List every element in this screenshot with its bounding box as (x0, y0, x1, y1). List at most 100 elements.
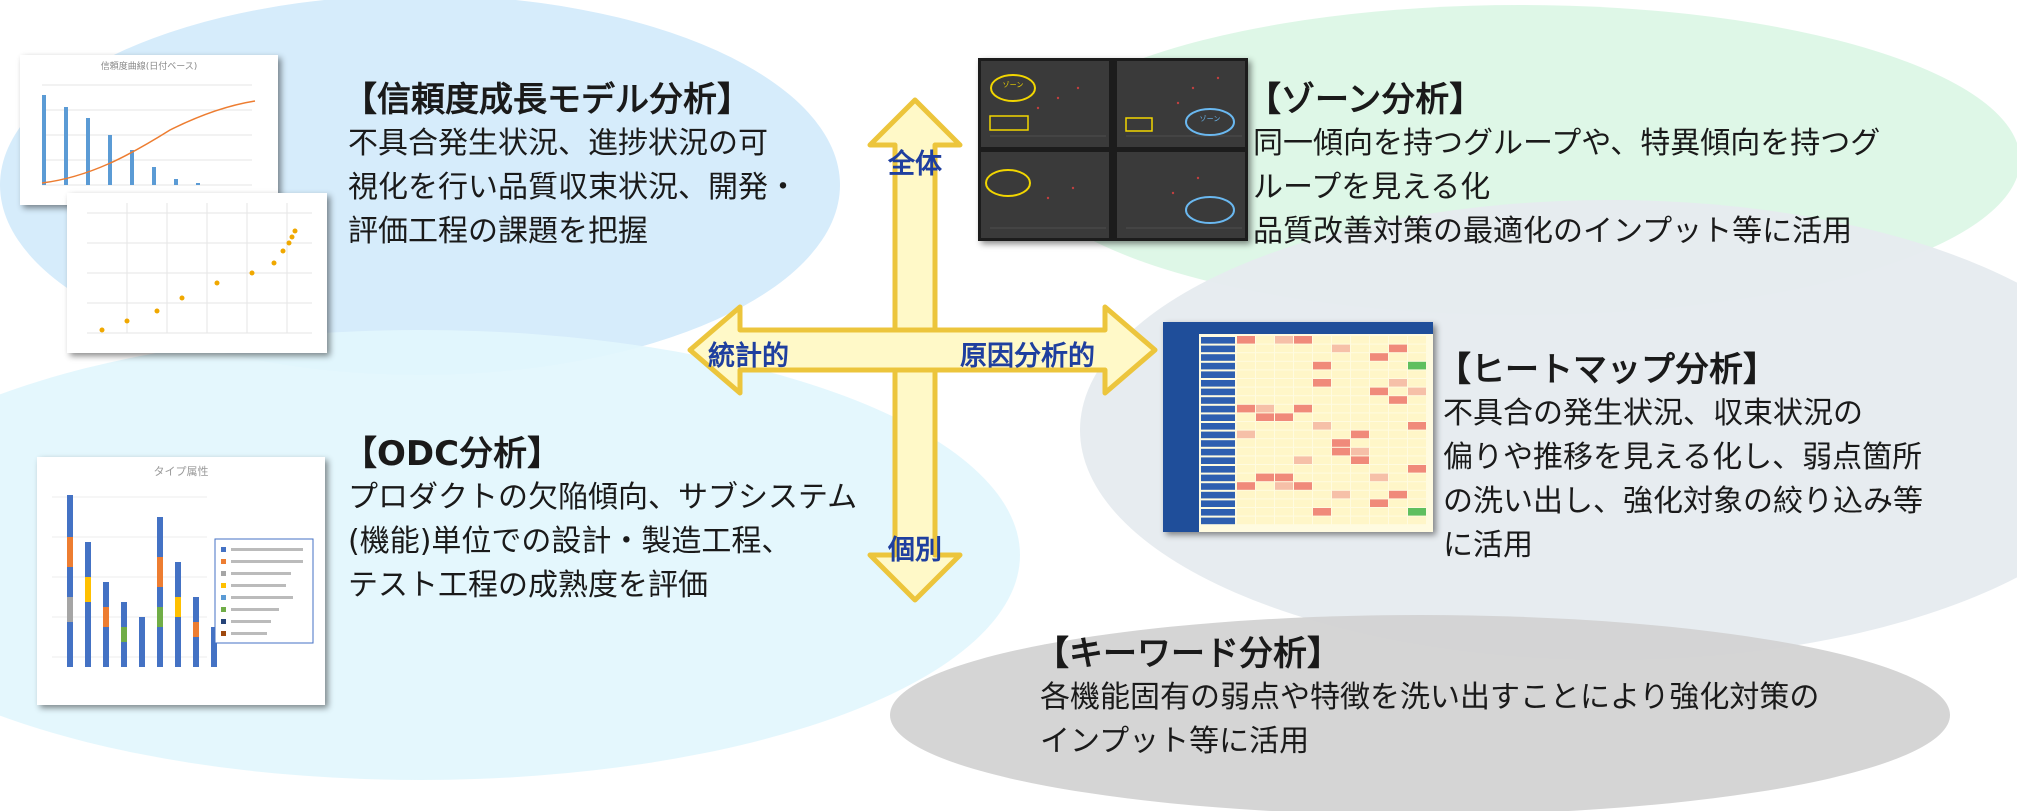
heatmap-cell (1351, 456, 1369, 464)
heatmap-row-label (1201, 388, 1235, 396)
heatmap-cell (1332, 516, 1350, 525)
heatmap-cell (1237, 396, 1255, 404)
heatmap-cell (1370, 422, 1388, 430)
heatmap-cell (1256, 430, 1274, 439)
heatmap-cell (1389, 482, 1407, 490)
heatmap-cell (1313, 396, 1331, 404)
heatmap-line-4: に活用 (1443, 528, 1533, 563)
heatmap-cell (1294, 465, 1312, 473)
heatmap-cell (1275, 353, 1293, 361)
heatmap-row-label (1201, 448, 1235, 456)
heatmap-cell (1332, 439, 1350, 447)
heatmap-cell (1237, 508, 1255, 516)
heatmap-cell (1389, 456, 1407, 464)
heatmap-cell (1351, 490, 1369, 499)
heatmap-row-label (1201, 509, 1235, 516)
heatmap-cell (1237, 473, 1255, 482)
heatmap-cell (1237, 404, 1255, 413)
heatmap-cell (1351, 447, 1369, 456)
heatmap-cell (1237, 344, 1255, 353)
heatmap-cell (1408, 353, 1426, 361)
keyword-line-1: 各機能固有の弱点や特徴を洗い出すことにより強化対策の (1040, 680, 1820, 715)
heatmap-cell (1313, 439, 1331, 447)
heatmap-cell (1275, 465, 1293, 473)
heatmap-cell (1275, 387, 1293, 396)
heatmap-cell (1237, 379, 1255, 387)
heatmap-cell (1389, 430, 1407, 439)
heatmap-cell (1237, 465, 1255, 473)
heatmap-cell (1332, 447, 1350, 456)
heatmap-cell (1408, 482, 1426, 490)
heatmap-cell (1351, 516, 1369, 525)
heatmap-cell (1294, 456, 1312, 464)
heatmap-cell (1237, 439, 1255, 447)
heatmap-cell (1370, 508, 1388, 516)
heatmap-cell (1332, 396, 1350, 404)
heatmap-cell (1370, 344, 1388, 353)
heatmap-cell (1408, 387, 1426, 396)
heatmap-cell (1332, 482, 1350, 490)
odc-title: 【ODC分析】 (343, 434, 562, 474)
heatmap-cell (1370, 499, 1388, 507)
heatmap-cell (1389, 413, 1407, 421)
keyword-line-2: インプット等に活用 (1040, 724, 1310, 759)
heatmap-cell (1237, 413, 1255, 421)
axis-label-top: 全体 (888, 149, 942, 180)
heatmap-row-label (1201, 457, 1235, 464)
heatmap-cell (1408, 447, 1426, 456)
heatmap-cell (1389, 499, 1407, 507)
heatmap-row-label (1201, 405, 1235, 413)
heatmap-cell (1237, 353, 1255, 361)
heatmap-cell (1256, 422, 1274, 430)
heatmap-cell (1256, 353, 1274, 361)
heatmap-cell (1389, 490, 1407, 499)
axis-label-right: 原因分析的 (960, 341, 1095, 372)
heatmap-cell (1313, 508, 1331, 516)
heatmap-cell (1275, 404, 1293, 413)
zone-line-3: 品質改善対策の最適化のインプット等に活用 (1253, 214, 1853, 249)
heatmap-cell (1256, 387, 1274, 396)
heatmap-cell (1294, 379, 1312, 387)
heatmap-row-label (1201, 414, 1235, 421)
heatmap-cell (1389, 508, 1407, 516)
heatmap-cell (1294, 353, 1312, 361)
heatmap-row-label (1201, 423, 1235, 430)
heatmap-cell (1237, 447, 1255, 456)
heatmap-cell (1256, 490, 1274, 499)
heatmap-cell (1370, 473, 1388, 482)
heatmap-cell (1313, 413, 1331, 421)
heatmap-cell (1294, 387, 1312, 396)
heatmap-row-label (1201, 491, 1235, 499)
heatmap-cell (1370, 482, 1388, 490)
heatmap-cell (1332, 456, 1350, 464)
heatmap-cell (1332, 413, 1350, 421)
scatter-chart-thumbnail (67, 193, 327, 353)
heatmap-cell (1275, 447, 1293, 456)
heatmap-cell (1408, 344, 1426, 353)
heatmap-cell (1313, 473, 1331, 482)
heatmap-cell (1389, 370, 1407, 378)
heatmap-cell (1237, 490, 1255, 499)
heatmap-cell (1313, 336, 1331, 344)
heatmap-cell (1237, 516, 1255, 525)
heatmap-cell (1351, 465, 1369, 473)
zone-label-1: ゾーン (1003, 81, 1024, 89)
heatmap-cell (1275, 508, 1293, 516)
odc-line-1: プロダクトの欠陥傾向、サブシステム (348, 480, 858, 515)
heatmap-cell (1370, 361, 1388, 370)
heatmap-cell (1370, 413, 1388, 421)
heatmap-cell (1313, 379, 1331, 387)
heatmap-cell (1408, 490, 1426, 499)
keyword-description: 各機能固有の弱点や特徴を洗い出すことにより強化対策の インプット等に活用 (1040, 676, 1819, 764)
heatmap-cell (1275, 482, 1293, 490)
heatmap-cell (1275, 490, 1293, 499)
heatmap-cell (1294, 473, 1312, 482)
heatmap-cell (1332, 336, 1350, 344)
heatmap-cell (1332, 404, 1350, 413)
heatmap-cell (1313, 482, 1331, 490)
heatmap-cell (1370, 465, 1388, 473)
heatmap-cell (1294, 499, 1312, 507)
heatmap-cell (1256, 473, 1274, 482)
odc-description: プロダクトの欠陥傾向、サブシステム (機能)単位での設計・製造工程、 テスト工程… (348, 476, 857, 608)
